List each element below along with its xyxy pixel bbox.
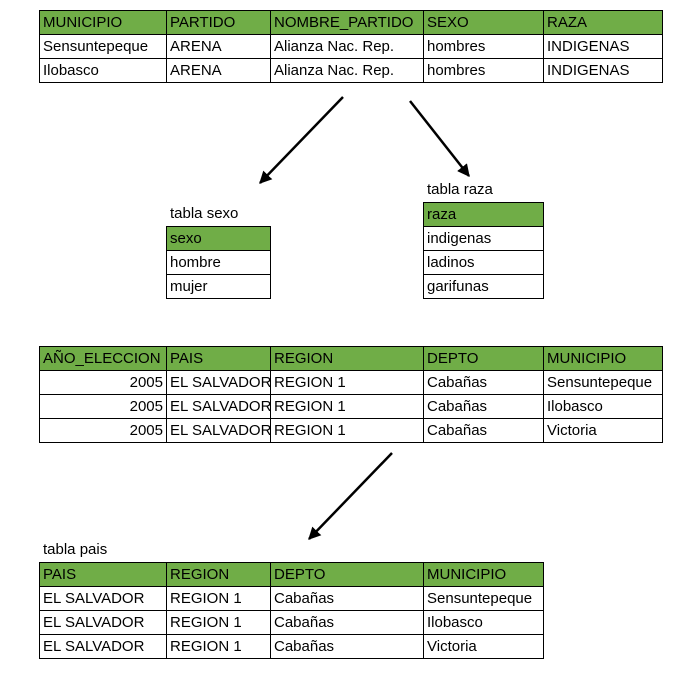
table-cell: Ilobasco bbox=[544, 395, 663, 419]
header-municipio: MUNICIPIO bbox=[424, 563, 544, 587]
header-sexo: sexo bbox=[167, 227, 271, 251]
table-cell: 2005 bbox=[40, 419, 167, 443]
tabla-sexo: sexo hombre mujer bbox=[166, 226, 271, 299]
table-cell: Cabañas bbox=[271, 635, 424, 659]
table-cell: REGION 1 bbox=[167, 635, 271, 659]
table-cell: Sensuntepeque bbox=[424, 587, 544, 611]
table-cell: Sensuntepeque bbox=[40, 35, 167, 59]
arrow-to-tabla-pais bbox=[308, 452, 393, 540]
table-cell: EL SALVADOR bbox=[40, 587, 167, 611]
header-municipio: MUNICIPIO bbox=[40, 11, 167, 35]
arrow-to-tabla-raza bbox=[409, 100, 470, 177]
header-sexo: SEXO bbox=[424, 11, 544, 35]
table-cell: Alianza Nac. Rep. bbox=[271, 35, 424, 59]
table-cell: ARENA bbox=[167, 59, 271, 83]
table-cell: Victoria bbox=[424, 635, 544, 659]
table-cell: hombres bbox=[424, 59, 544, 83]
table-cell: ladinos bbox=[424, 251, 544, 275]
header-depto: DEPTO bbox=[271, 563, 424, 587]
table-cell: Alianza Nac. Rep. bbox=[271, 59, 424, 83]
header-municipio: MUNICIPIO bbox=[544, 347, 663, 371]
header-raza: RAZA bbox=[544, 11, 663, 35]
table-cell: EL SALVADOR bbox=[40, 635, 167, 659]
table-elecciones-region: AÑO_ELECCION PAIS REGION DEPTO MUNICIPIO… bbox=[39, 346, 663, 443]
tabla-sexo-caption: tabla sexo bbox=[170, 205, 239, 222]
header-region: REGION bbox=[271, 347, 424, 371]
table-cell: ARENA bbox=[167, 35, 271, 59]
header-pais: PAIS bbox=[167, 347, 271, 371]
table-cell: Ilobasco bbox=[424, 611, 544, 635]
table-cell: mujer bbox=[167, 275, 271, 299]
table-cell: 2005 bbox=[40, 395, 167, 419]
header-depto: DEPTO bbox=[424, 347, 544, 371]
header-nombre-partido: NOMBRE_PARTIDO bbox=[271, 11, 424, 35]
table-cell: INDIGENAS bbox=[544, 35, 663, 59]
header-pais: PAIS bbox=[40, 563, 167, 587]
table-elecciones-partido: MUNICIPIO PARTIDO NOMBRE_PARTIDO SEXO RA… bbox=[39, 10, 663, 83]
table-cell: Cabañas bbox=[271, 611, 424, 635]
table-cell: Sensuntepeque bbox=[544, 371, 663, 395]
header-partido: PARTIDO bbox=[167, 11, 271, 35]
table-cell: REGION 1 bbox=[167, 587, 271, 611]
table-cell: REGION 1 bbox=[271, 419, 424, 443]
table-cell: EL SALVADOR bbox=[167, 395, 271, 419]
table-cell: REGION 1 bbox=[167, 611, 271, 635]
header-anio-eleccion: AÑO_ELECCION bbox=[40, 347, 167, 371]
tabla-raza-caption: tabla raza bbox=[427, 181, 493, 198]
table-cell: Victoria bbox=[544, 419, 663, 443]
arrow-to-tabla-sexo bbox=[259, 96, 344, 184]
table-cell: Cabañas bbox=[424, 371, 544, 395]
table-cell: 2005 bbox=[40, 371, 167, 395]
table-cell: Ilobasco bbox=[40, 59, 167, 83]
tabla-pais: PAIS REGION DEPTO MUNICIPIO EL SALVADOR … bbox=[39, 562, 544, 659]
table-cell: Cabañas bbox=[424, 419, 544, 443]
table-cell: EL SALVADOR bbox=[167, 419, 271, 443]
table-cell: Cabañas bbox=[424, 395, 544, 419]
table-cell: REGION 1 bbox=[271, 395, 424, 419]
table-cell: hombres bbox=[424, 35, 544, 59]
table-cell: EL SALVADOR bbox=[40, 611, 167, 635]
table-cell: REGION 1 bbox=[271, 371, 424, 395]
table-cell: indigenas bbox=[424, 227, 544, 251]
table-cell: INDIGENAS bbox=[544, 59, 663, 83]
header-raza: raza bbox=[424, 203, 544, 227]
table-cell: hombre bbox=[167, 251, 271, 275]
table-cell: Cabañas bbox=[271, 587, 424, 611]
header-region: REGION bbox=[167, 563, 271, 587]
table-cell: garifunas bbox=[424, 275, 544, 299]
tabla-raza: raza indigenas ladinos garifunas bbox=[423, 202, 544, 299]
table-cell: EL SALVADOR bbox=[167, 371, 271, 395]
tabla-pais-caption: tabla pais bbox=[43, 541, 108, 558]
